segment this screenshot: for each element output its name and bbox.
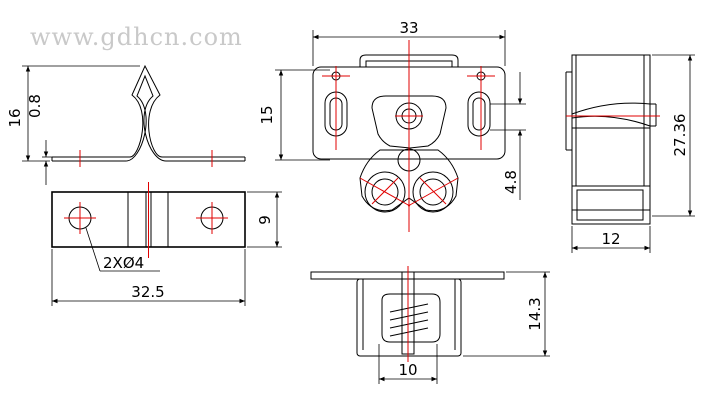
right-view: 27.36 12 [565, 54, 695, 253]
dim-right-width: 12 [601, 230, 620, 248]
dim-hole-note: 2XØ4 [103, 254, 144, 272]
dim-base-height: 9 [256, 215, 274, 225]
dim-top-width: 33 [399, 19, 418, 37]
side-view: 16 0.8 [6, 64, 246, 185]
dim-hole-spacing: 15 [258, 105, 276, 124]
dim-bottom-width: 10 [398, 361, 417, 379]
dim-bottom-height: 14.3 [526, 297, 544, 330]
dim-right-height: 27.36 [671, 114, 689, 157]
front-view: 33 15 4.8 [258, 19, 526, 232]
dim-base-width: 32.5 [131, 283, 164, 301]
bottom-view: 14.3 10 [310, 266, 550, 384]
dim-side-height: 16 [6, 108, 24, 127]
base-view: 2XØ4 32.5 9 [51, 182, 282, 306]
dim-side-thickness: 0.8 [26, 94, 44, 118]
watermark-text: www.gdhcn.com [30, 23, 243, 51]
dim-roller-offset: 4.8 [502, 170, 520, 194]
